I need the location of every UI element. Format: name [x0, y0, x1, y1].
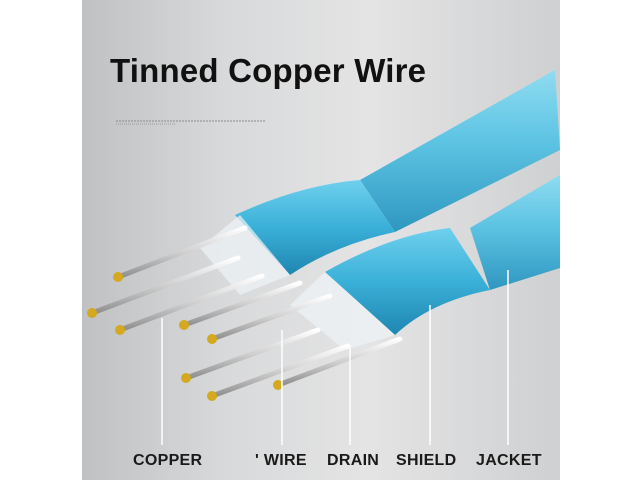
label-drain: DRAIN [327, 452, 380, 469]
lower-cable-jacket [470, 175, 560, 290]
label-wire: ' WIRE [255, 452, 307, 469]
label-copper: COPPER [133, 452, 203, 469]
lower-conductors [181, 293, 403, 401]
decorative-fine-print [116, 119, 266, 126]
upper-foil-shield [235, 180, 395, 275]
leader-lines [161, 270, 509, 445]
lower-insulation [290, 272, 395, 350]
page-title: Tinned Copper Wire [110, 52, 427, 89]
upper-cable-jacket [360, 70, 560, 232]
upper-conductors [87, 225, 303, 335]
label-jacket: JACKET [476, 452, 542, 469]
lower-foil-shield [325, 228, 490, 335]
fine-print-lines [116, 120, 266, 125]
label-shield: SHIELD [396, 452, 457, 469]
